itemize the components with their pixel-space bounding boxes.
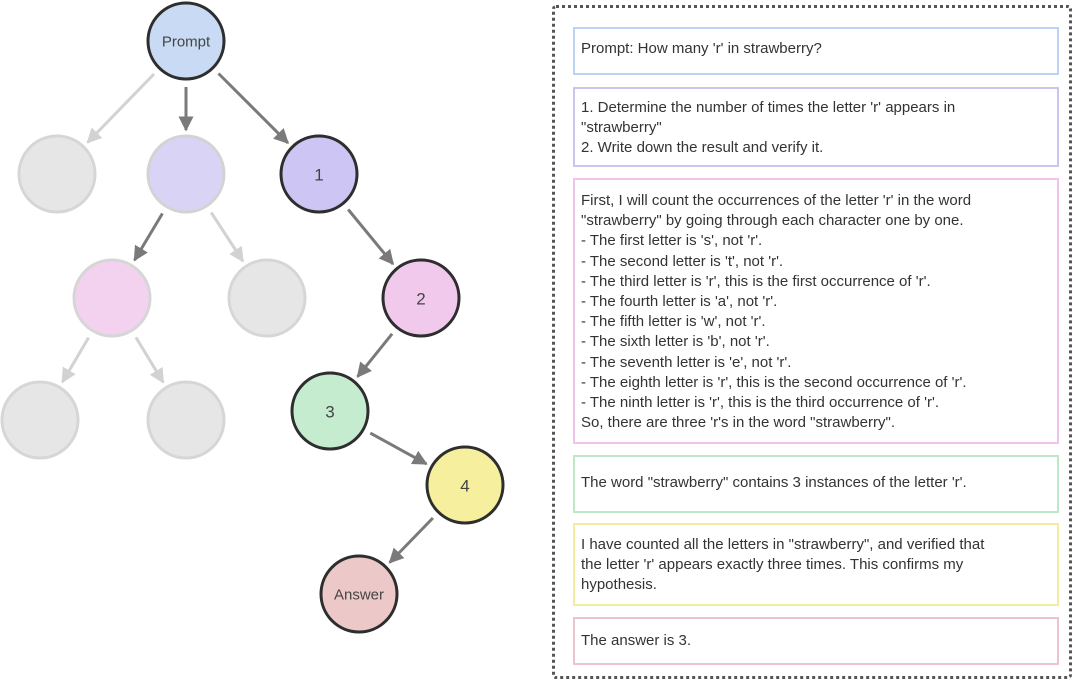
node-label-prompt: Prompt [162, 34, 211, 51]
edge-step-3-to-step-4 [369, 431, 428, 466]
edge-step-2-to-step-3 [356, 332, 394, 378]
edge-faded-pink-to-gray-d [134, 336, 165, 384]
node-answer: Answer [319, 554, 399, 634]
node-circle-faded-purple [146, 134, 226, 214]
node-label-answer: Answer [334, 587, 384, 604]
prompt-box: Prompt: How many 'r' in strawberry? [573, 27, 1059, 75]
node-faded-pink [72, 258, 152, 338]
node-circle-gray-a [17, 134, 97, 214]
node-label-step-2: 2 [416, 290, 425, 309]
reasoning-steps-panel: Prompt: How many 'r' in strawberry? 1. D… [552, 5, 1072, 679]
node-circle-prompt [146, 1, 226, 81]
node-circle-gray-c [0, 380, 80, 460]
node-label-step-4: 4 [460, 477, 469, 496]
node-faded-purple [146, 134, 226, 214]
edge-faded-purple-to-faded-pink [133, 212, 164, 262]
verification-step-box: I have counted all the letters in "straw… [573, 523, 1059, 606]
edge-prompt-to-step-1 [217, 72, 289, 144]
node-circle-gray-b [227, 258, 307, 338]
node-circle-step-4 [425, 445, 505, 525]
node-circle-gray-d [146, 380, 226, 460]
node-label-step-3: 3 [325, 403, 334, 422]
node-gray-b [227, 258, 307, 338]
edge-step-4-to-answer [388, 516, 434, 564]
node-circle-step-1 [279, 134, 359, 214]
node-step-4: 4 [425, 445, 505, 525]
node-step-1: 1 [279, 134, 359, 214]
edge-prompt-to-gray-a [86, 72, 156, 144]
node-circle-step-3 [290, 371, 370, 451]
node-step-3: 3 [290, 371, 370, 451]
node-gray-d [146, 380, 226, 460]
result-step-box: The word "strawberry" contains 3 instanc… [573, 455, 1059, 513]
node-step-2: 2 [381, 258, 461, 338]
node-label-step-1: 1 [314, 166, 323, 185]
node-gray-a [17, 134, 97, 214]
counting-step-box: First, I will count the occurrences of t… [573, 178, 1059, 444]
node-circle-answer [319, 554, 399, 634]
node-prompt: Prompt [146, 1, 226, 81]
node-gray-c [0, 380, 80, 460]
edge-faded-pink-to-gray-c [61, 336, 90, 384]
edge-step-1-to-step-2 [347, 208, 395, 266]
answer-box: The answer is 3. [573, 617, 1059, 665]
node-circle-step-2 [381, 258, 461, 338]
tree-edges [61, 72, 434, 564]
edge-faded-purple-to-gray-b [209, 211, 245, 263]
node-circle-faded-pink [72, 258, 152, 338]
plan-box: 1. Determine the number of times the let… [573, 87, 1059, 167]
